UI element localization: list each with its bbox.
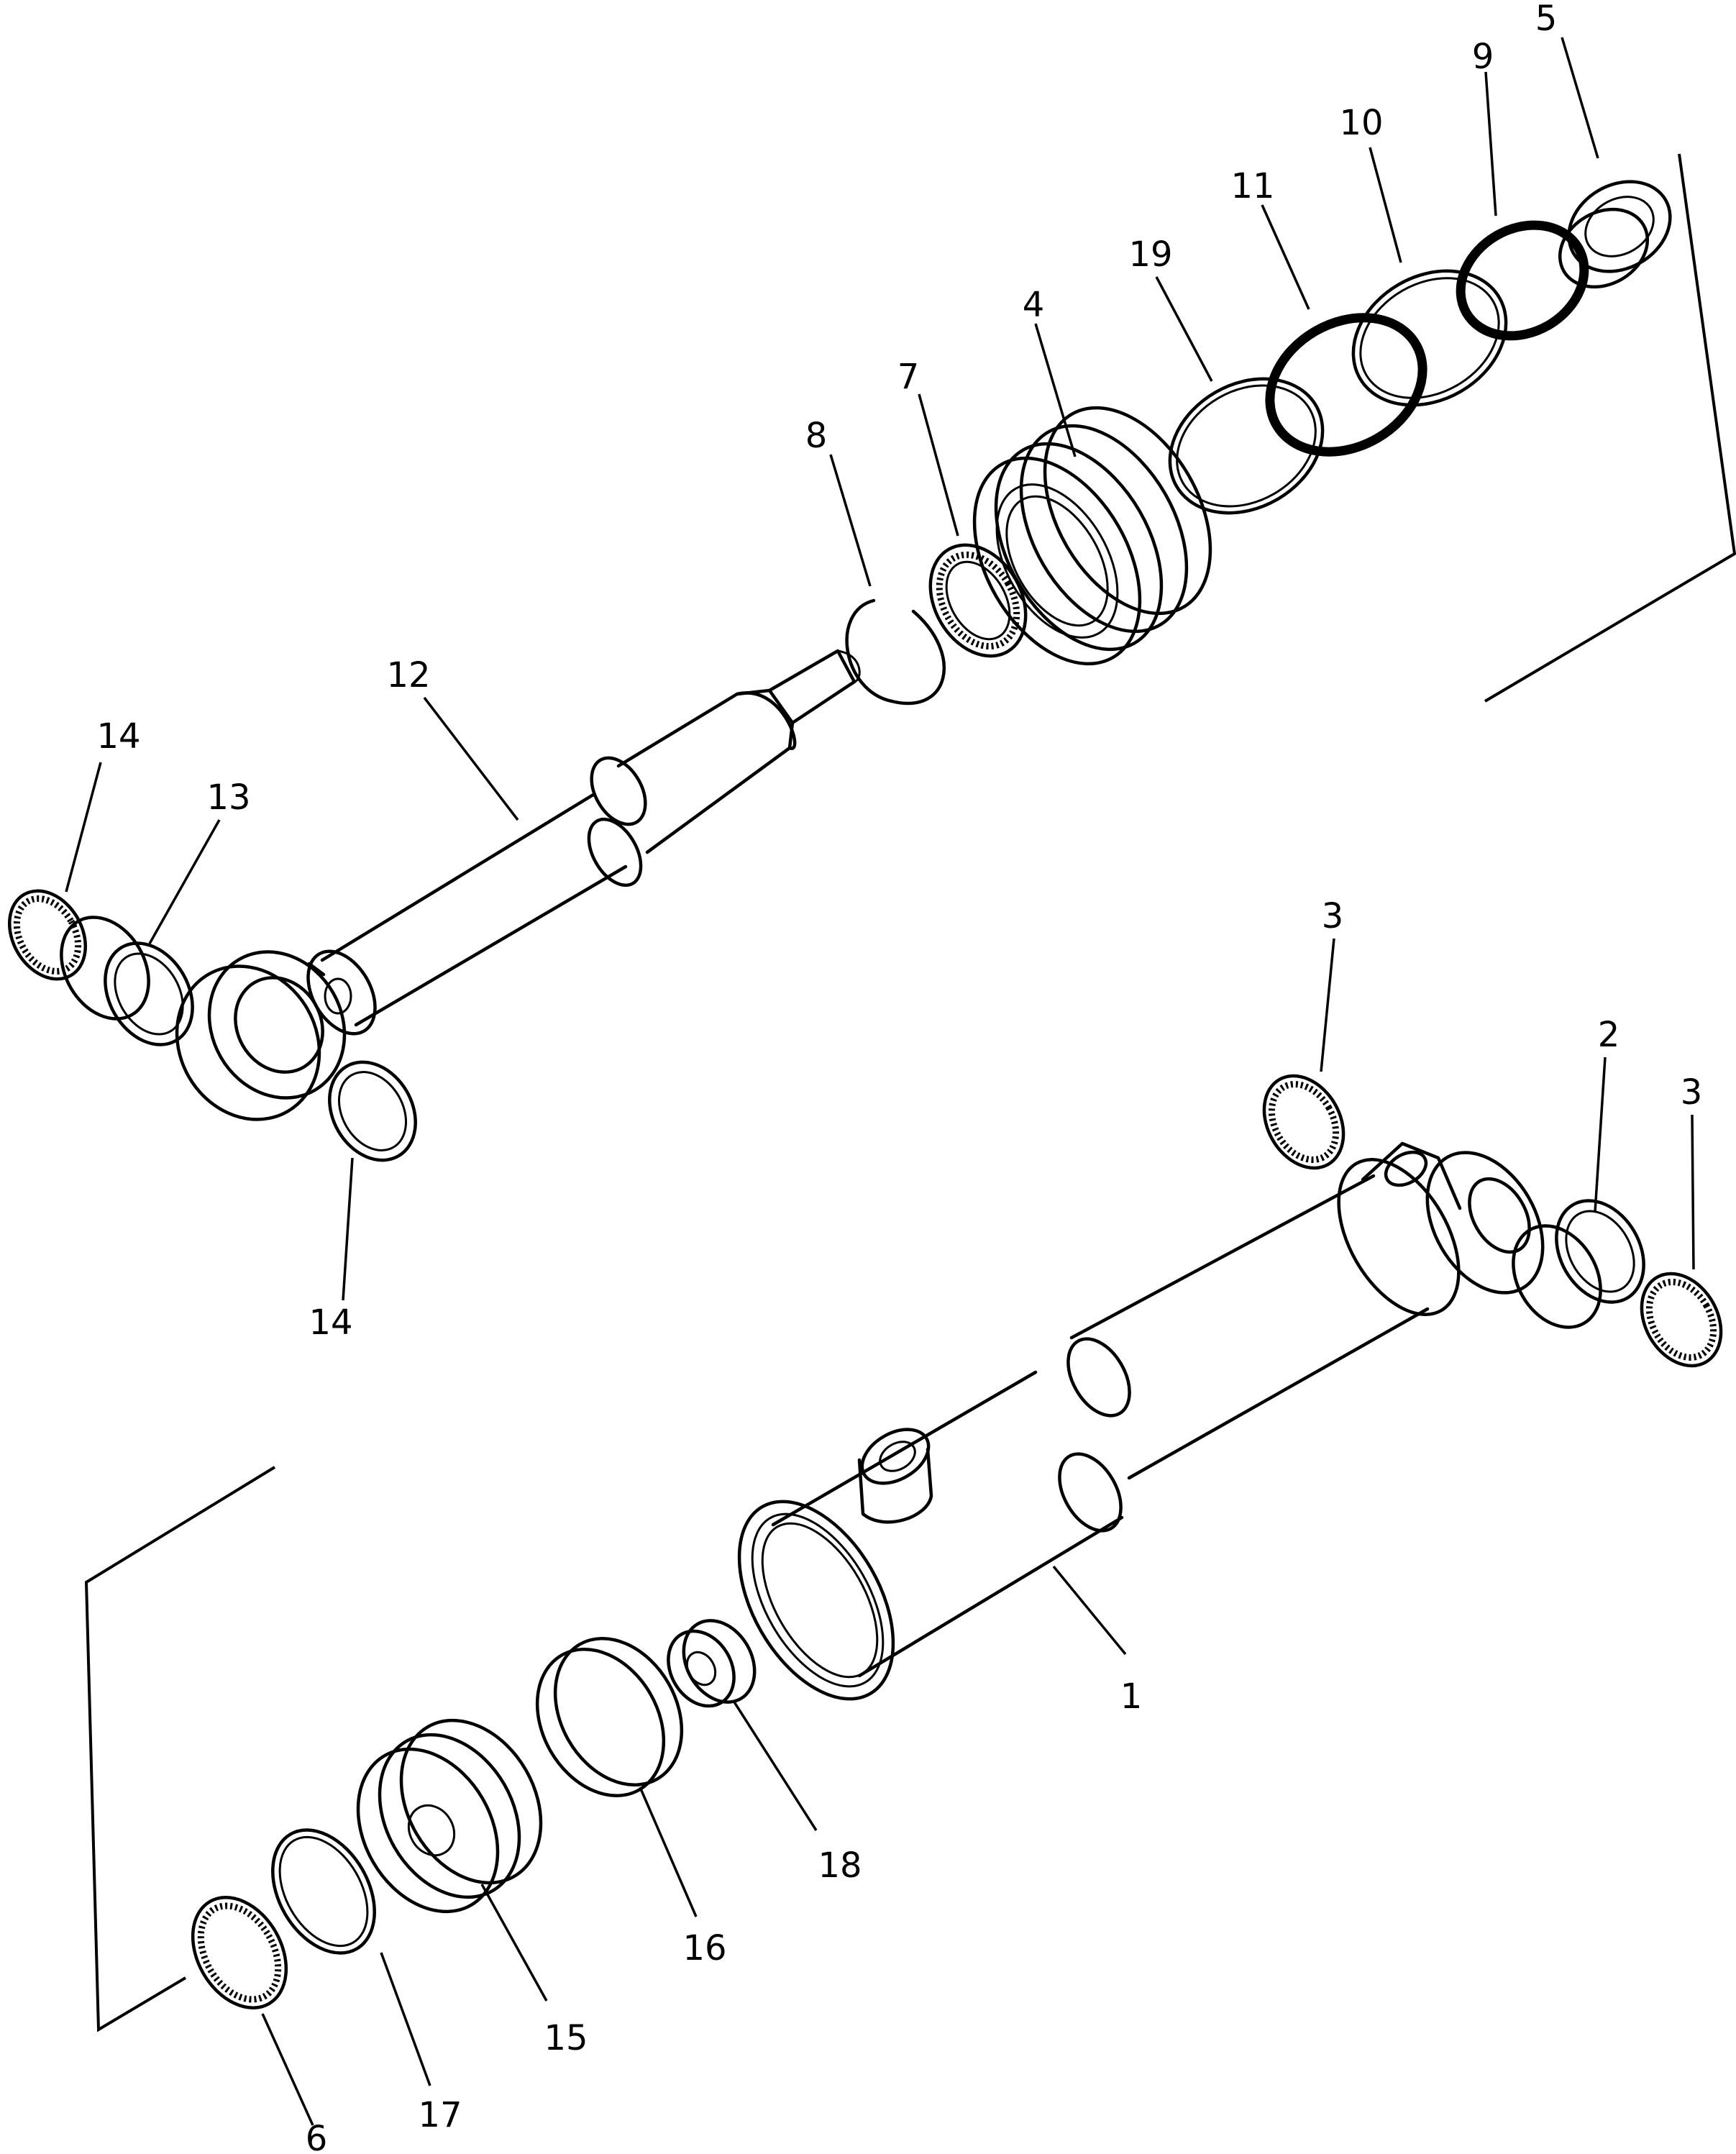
callout-4: 4 <box>1023 285 1045 325</box>
callout-18: 18 <box>818 1845 862 1886</box>
part-10-backup-ring <box>1351 269 1508 407</box>
callout-6: 6 <box>306 2119 328 2154</box>
callout-2: 2 <box>1598 1015 1620 1055</box>
part-16-wear-ring <box>535 1637 684 1797</box>
callout-3-right: 3 <box>1681 1072 1703 1113</box>
part-13-bushing <box>60 916 194 1046</box>
part-3-dust-seal-top <box>1262 1074 1346 1170</box>
callout-19: 19 <box>1128 234 1172 275</box>
part-6-seal <box>191 1896 288 2009</box>
callout-10: 10 <box>1339 103 1383 143</box>
part-14-dust-seal-left <box>7 889 88 981</box>
leader-lines <box>65 37 1695 2126</box>
part-1-cylinder-tube <box>737 1141 1545 1701</box>
part-11-o-ring <box>1265 313 1427 457</box>
part-7-wiper <box>928 543 1028 658</box>
callout-14-right: 14 <box>309 1302 352 1343</box>
upper-group-bracket <box>1484 153 1736 703</box>
callout-15: 15 <box>544 2018 588 2058</box>
callout-labels: 5 9 10 11 19 4 7 8 12 13 14 14 3 2 3 1 1… <box>96 0 1702 2154</box>
callout-14-left: 14 <box>96 716 140 757</box>
part-12-piston-rod <box>175 649 861 1121</box>
callout-16: 16 <box>682 1928 726 1968</box>
part-5-bushing <box>1558 180 1672 289</box>
part-2-bushing <box>1512 1199 1645 1329</box>
part-18-nut <box>667 1619 757 1708</box>
part-9-o-ring <box>1456 220 1589 341</box>
callout-8: 8 <box>805 416 828 456</box>
part-17-ring <box>271 1828 376 1955</box>
part-15-piston <box>356 1718 543 1914</box>
callout-5: 5 <box>1535 0 1558 39</box>
part-14-dust-seal-right <box>328 1060 417 1162</box>
callout-1: 1 <box>1120 1676 1143 1717</box>
callout-9: 9 <box>1472 37 1494 77</box>
callout-13: 13 <box>206 777 250 818</box>
callout-3-top: 3 <box>1322 896 1344 936</box>
callout-11: 11 <box>1230 166 1274 206</box>
part-19-ring <box>1168 377 1325 515</box>
callout-12: 12 <box>386 655 430 695</box>
part-8-snap-ring <box>845 598 946 706</box>
lower-group-bracket <box>84 1466 276 2032</box>
part-3-dust-seal-right <box>1640 1272 1723 1368</box>
part-4-cylinder-head <box>972 406 1212 666</box>
callout-17: 17 <box>418 2095 462 2135</box>
callout-7: 7 <box>897 357 920 397</box>
